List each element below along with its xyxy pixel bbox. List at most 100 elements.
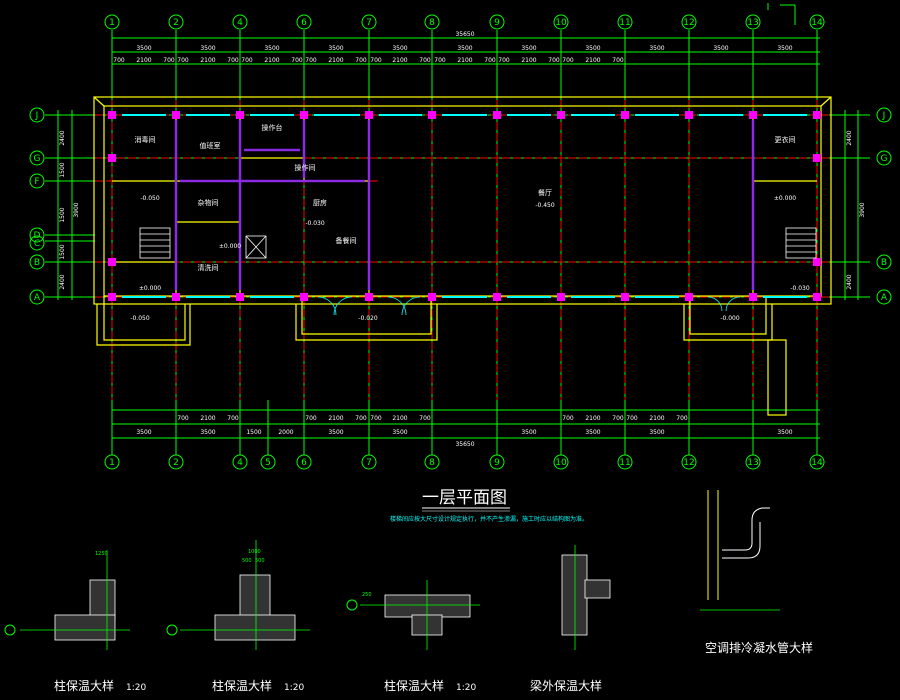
elevation-5: -0.450 bbox=[535, 202, 555, 209]
sub-dim-top-11: 2100 bbox=[328, 57, 343, 64]
room-cleaning: 消毒间 bbox=[135, 135, 156, 144]
corner-marks bbox=[767, 3, 796, 25]
detail-3-title: 柱保温大样 bbox=[384, 678, 444, 693]
grid-col-10-top: 10 bbox=[555, 18, 567, 28]
grid-col-13-top: 13 bbox=[747, 18, 758, 28]
room-dressing: 更衣间 bbox=[775, 135, 796, 144]
grid-row-a-left: A bbox=[34, 293, 41, 303]
side-dim-left-6: 2400 bbox=[59, 274, 66, 289]
room-washing: 清洗间 bbox=[198, 263, 219, 272]
sub-dim-top-7: 700 bbox=[241, 57, 253, 64]
bay-dim-top-3: 3500 bbox=[264, 45, 279, 52]
sub-dim-bottom-13: 700 bbox=[626, 415, 638, 422]
detail-2-dim-2: 500 bbox=[242, 558, 252, 564]
grid-col-1-bottom: 1 bbox=[109, 458, 115, 468]
bay-dim-bottom-2: 3500 bbox=[200, 429, 215, 436]
drawing-note: 楼梯间应按大尺寸设计规定执行，并不产生渗漏，施工时应以结构图为准。 bbox=[390, 515, 588, 523]
room-prep: 备餐间 bbox=[336, 236, 357, 245]
side-dim-right-2: 3900 bbox=[859, 202, 866, 217]
side-dim-left-1: 2400 bbox=[59, 130, 66, 145]
sub-dim-bottom-12: 700 bbox=[612, 415, 624, 422]
side-dim-left-3: 3900 bbox=[73, 202, 80, 217]
grid-row-b-left: B bbox=[34, 258, 40, 268]
detail-4: 梁外保温大样 bbox=[530, 545, 611, 693]
grid-col-2-top: 2 bbox=[173, 18, 179, 28]
room-hall: 餐厅 bbox=[538, 188, 552, 197]
sub-dim-top-23: 2100 bbox=[585, 57, 600, 64]
room-labels: 消毒间 值班室 操作台 操作间 杂物间 厨房 清洗间 备餐间 餐厅 更衣间 bbox=[135, 123, 796, 272]
bay-dim-bottom-6: 3500 bbox=[392, 429, 407, 436]
grid-col-14-top: 14 bbox=[811, 18, 823, 28]
bay-dim-bottom-8: 3500 bbox=[585, 429, 600, 436]
grid-row-d-left: D bbox=[34, 231, 41, 241]
sub-dim-bottom-11: 2100 bbox=[585, 415, 600, 422]
grid-row-b-right: B bbox=[881, 258, 887, 268]
detail-3-scale: 1:20 bbox=[456, 683, 476, 693]
sub-dim-top-9: 700 bbox=[291, 57, 303, 64]
bay-dim-top-9: 3500 bbox=[649, 45, 664, 52]
drawing-title-group: 一层平面图 楼梯间应按大尺寸设计规定执行，并不产生渗漏，施工时应以结构图为准。 bbox=[390, 488, 588, 523]
grid-col-7-bottom: 7 bbox=[366, 458, 372, 468]
grid-col-4-top: 4 bbox=[237, 18, 243, 28]
elevation-9: ±0.000 bbox=[219, 243, 241, 250]
sub-dim-top-4: 700 bbox=[177, 57, 189, 64]
sub-dim-top-22: 700 bbox=[562, 57, 574, 64]
bay-dim-top-8: 3500 bbox=[585, 45, 600, 52]
sub-dim-top-15: 700 bbox=[419, 57, 431, 64]
sub-dim-top-21: 700 bbox=[548, 57, 560, 64]
grid-col-12-bottom: 12 bbox=[683, 458, 694, 468]
grid-col-4-bottom: 4 bbox=[237, 458, 243, 468]
bay-dim-bottom-5: 3500 bbox=[328, 429, 343, 436]
overall-dim-top: 35650 bbox=[455, 31, 474, 38]
doors bbox=[317, 296, 741, 316]
grid-col-7-top: 7 bbox=[366, 18, 372, 28]
bay-dim-top-1: 3500 bbox=[136, 45, 151, 52]
bay-dim-bottom-1: 3500 bbox=[136, 429, 151, 436]
bay-dim-top-10: 3500 bbox=[713, 45, 728, 52]
elevator-shaft bbox=[245, 235, 267, 259]
detail-1: 1250 柱保温大样 1:20 bbox=[4, 550, 146, 693]
detail-3: 250 柱保温大样 1:20 bbox=[346, 580, 480, 693]
sub-dim-top-18: 700 bbox=[484, 57, 496, 64]
sub-dim-top-5: 2100 bbox=[200, 57, 215, 64]
detail-2: 1000 500 500 柱保温大样 1:20 bbox=[166, 540, 310, 693]
sub-dim-bottom-5: 2100 bbox=[328, 415, 343, 422]
bay-dim-top-2: 3500 bbox=[200, 45, 215, 52]
detail-2-title: 柱保温大样 bbox=[212, 678, 272, 693]
bay-dim-bottom-9: 3500 bbox=[649, 429, 664, 436]
grid-col-9-top: 9 bbox=[494, 18, 500, 28]
detail-5-title: 空调排冷凝水管大样 bbox=[705, 640, 813, 655]
elevation-8: -0.050 bbox=[130, 315, 150, 322]
overall-dim-bottom: 35650 bbox=[455, 441, 474, 448]
grid-col-5-bottom: 5 bbox=[265, 458, 271, 468]
side-dim-left-2: 1500 bbox=[59, 162, 66, 177]
detail-2-scale: 1:20 bbox=[284, 683, 304, 693]
detail-5: 空调排冷凝水管大样 bbox=[700, 490, 813, 655]
grid-col-11-top: 11 bbox=[619, 18, 630, 28]
staircase-left bbox=[139, 227, 171, 259]
grid-col-9-bottom: 9 bbox=[494, 458, 500, 468]
side-dim-left-4: 1500 bbox=[59, 207, 66, 222]
elevation-markers: -0.050 ±0.000 -0.030 -0.020 -0.450 ±0.00… bbox=[130, 195, 810, 322]
detail-1-dim: 1250 bbox=[95, 551, 108, 557]
side-dim-right-3: 2400 bbox=[846, 274, 853, 289]
room-office: 值班室 bbox=[200, 141, 221, 150]
sub-dim-bottom-9: 700 bbox=[419, 415, 431, 422]
windows bbox=[122, 114, 807, 298]
staircase-right bbox=[785, 227, 817, 259]
sub-dim-top-13: 700 bbox=[370, 57, 382, 64]
bay-dim-top-11: 3500 bbox=[777, 45, 792, 52]
room-storage: 杂物间 bbox=[198, 198, 219, 207]
sub-dim-top-19: 700 bbox=[498, 57, 510, 64]
sub-dim-top-10: 700 bbox=[305, 57, 317, 64]
room-operation: 操作间 bbox=[295, 163, 316, 172]
grid-col-8-top: 8 bbox=[429, 18, 435, 28]
grid-row-g-left: G bbox=[34, 154, 41, 164]
sub-dim-top-14: 2100 bbox=[392, 57, 407, 64]
grid-col-10-bottom: 10 bbox=[555, 458, 567, 468]
detail-1-title: 柱保温大样 bbox=[54, 678, 114, 693]
grid-row-a-right: A bbox=[881, 293, 888, 303]
sub-dim-top-3: 700 bbox=[163, 57, 175, 64]
top-dimension-lines bbox=[112, 37, 820, 439]
room-operation-room: 操作台 bbox=[262, 123, 283, 132]
